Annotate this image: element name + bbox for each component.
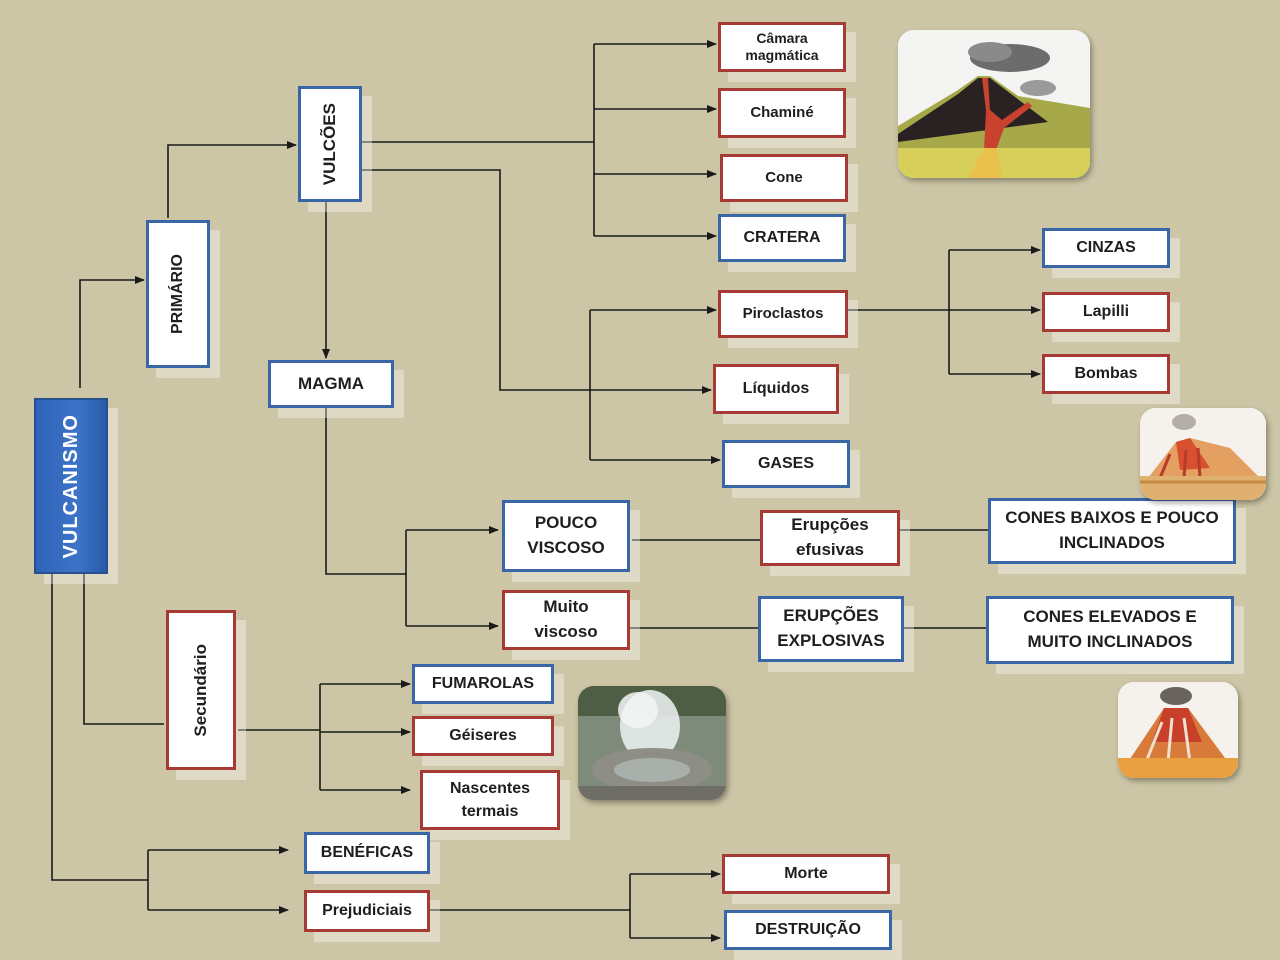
node-gases: GASES [722,440,850,488]
shield-volcano-image [1140,408,1266,500]
volcano-cross-section-image [898,30,1090,178]
node-prejudiciais: Prejudiciais [304,890,430,932]
node-morte-label: Morte [784,865,828,882]
node-cone-label: Cone [765,168,803,186]
node-secundario-label: Secundário [190,643,210,737]
node-cratera: CRATERA [718,214,846,262]
node-camara-magmatica: Câmara magmática [718,22,846,72]
node-cone: Cone [720,154,848,202]
node-liquidos: Líquidos [713,364,839,414]
node-nascentes-termais-label: Nascentes termais [449,779,531,820]
node-lapilli-label: Lapilli [1082,303,1130,320]
node-prejudiciais-label: Prejudiciais [322,902,412,919]
node-cones-baixos-label: CONES BAIXOS E POUCO INCLINADOS [1005,508,1219,552]
node-erupcoes-efusivas-label: Erupções efusivas [791,515,869,559]
node-cones-baixos: CONES BAIXOS E POUCO INCLINADOS [988,498,1236,564]
node-cratera-label: CRATERA [743,229,821,246]
node-vulcoes-label: VULCÕES [319,102,339,186]
shield-volcano-drawing [1140,408,1266,500]
node-morte: Morte [722,854,890,894]
node-magma: MAGMA [268,360,394,408]
node-geiseres-label: Géiseres [449,727,517,744]
node-cinzas-label: CINZAS [1076,239,1136,256]
node-primario: PRIMÁRIO [146,220,210,368]
node-fumarolas-label: FUMAROLAS [431,675,535,692]
node-lapilli: Lapilli [1042,292,1170,332]
steep-volcano-drawing [1118,682,1238,778]
node-destruicao-label: DESTRUIÇÃO [755,921,861,938]
node-bombas-label: Bombas [1074,365,1138,382]
steep-volcano-image [1118,682,1238,778]
node-pouco-viscoso-label: POUCO VISCOSO [527,513,605,557]
node-piroclastos: Piroclastos [718,290,848,338]
node-cinzas: CINZAS [1042,228,1170,268]
node-piroclastos-label: Piroclastos [742,304,824,322]
node-camara-magmatica-label: Câmara magmática [745,30,819,63]
node-secundario: Secundário [166,610,236,770]
node-geiseres: Géiseres [412,716,554,756]
node-cones-elevados-label: CONES ELEVADOS E MUITO INCLINADOS [1023,607,1197,651]
node-muito-viscoso-label: Muito viscoso [534,597,598,641]
geyser-photo [578,686,726,800]
node-gases-label: GASES [757,455,814,472]
node-vulcanismo-label: VULCANISMO [59,413,82,559]
node-muito-viscoso: Muito viscoso [502,590,630,650]
node-nascentes-termais: Nascentes termais [420,770,560,830]
node-bombas: Bombas [1042,354,1170,394]
node-fumarolas: FUMAROLAS [412,664,554,704]
node-beneficas-label: BENÉFICAS [320,844,414,861]
node-cones-elevados: CONES ELEVADOS E MUITO INCLINADOS [986,596,1234,664]
node-chamine: Chaminé [718,88,846,138]
node-magma-label: MAGMA [297,373,365,393]
node-erupcoes-explosivas: ERUPÇÕES EXPLOSIVAS [758,596,904,662]
node-pouco-viscoso: POUCO VISCOSO [502,500,630,572]
node-erupcoes-efusivas: Erupções efusivas [760,510,900,566]
node-destruicao: DESTRUIÇÃO [724,910,892,950]
node-beneficas: BENÉFICAS [304,832,430,874]
node-vulcanismo: VULCANISMO [34,398,108,574]
node-primario-label: PRIMÁRIO [169,254,187,334]
node-liquidos-label: Líquidos [742,380,810,397]
node-erupcoes-explosivas-label: ERUPÇÕES EXPLOSIVAS [777,606,885,650]
geyser-drawing [578,686,726,800]
node-vulcoes: VULCÕES [298,86,362,202]
volcano-cross-section-drawing [898,30,1090,178]
node-chamine-label: Chaminé [750,103,814,121]
